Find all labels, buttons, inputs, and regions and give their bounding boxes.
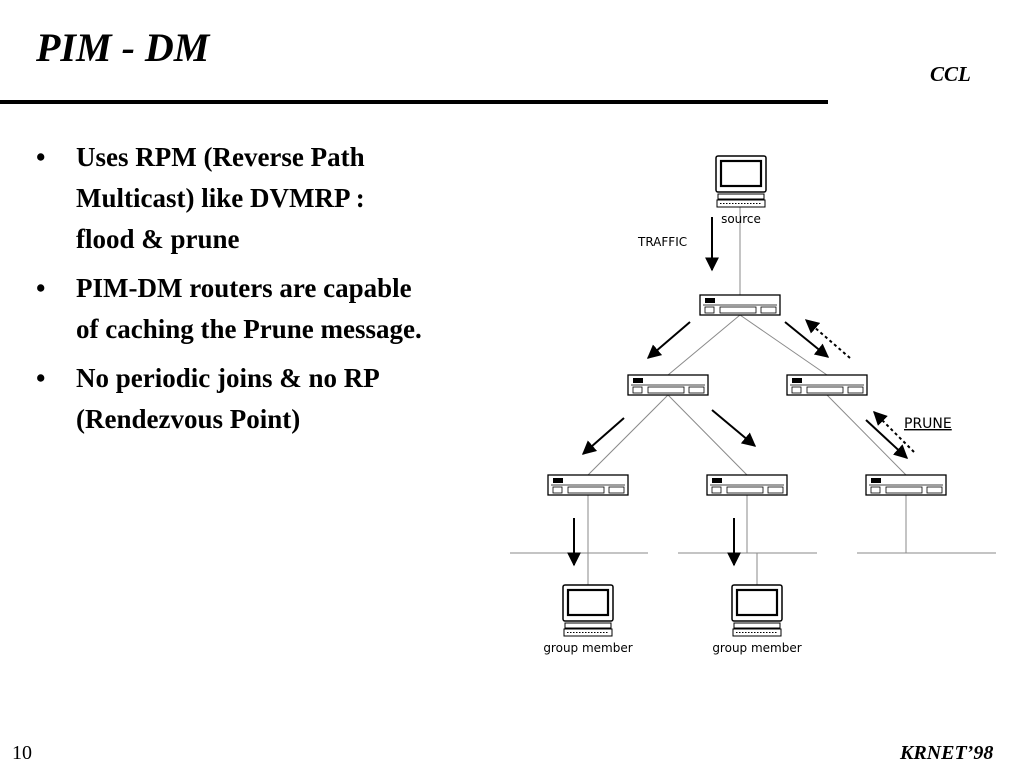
router-mid-right-icon — [786, 374, 868, 396]
prune-arrows — [804, 319, 915, 453]
traffic-arrows — [567, 217, 909, 567]
footer-label: KRNET’98 — [900, 742, 994, 764]
group-member-right-icon — [730, 583, 784, 638]
traffic-label: TRAFFIC — [637, 235, 687, 249]
bullet-line: Multicast) like DVMRP : — [76, 183, 365, 213]
router-leaf-right-icon — [865, 474, 947, 496]
traffic-arrow-to-mid-left — [646, 321, 691, 359]
bullet-line: (Rendezvous Point) — [76, 404, 301, 434]
source-computer-icon — [714, 154, 768, 209]
org-label: CCL — [930, 62, 971, 86]
bullet-line: PIM-DM routers are capable — [76, 273, 412, 303]
router-root-icon — [699, 294, 781, 316]
router-mid-left-icon — [627, 374, 709, 396]
traffic-arrow-to-leaf-center — [711, 409, 757, 447]
group-member-left-icon — [561, 583, 615, 638]
router-leaf-center-icon — [706, 474, 788, 496]
bullet-line: No periodic joins & no RP — [76, 363, 380, 393]
traffic-arrow-to-leaf-right — [865, 419, 909, 459]
source-label: source — [721, 212, 761, 226]
bullet-line: Uses RPM (Reverse Path — [76, 142, 365, 172]
group-member-left-label: group member — [543, 641, 632, 655]
group-member-right-label: group member — [712, 641, 801, 655]
title-divider — [0, 100, 828, 104]
router-leaf-left-icon — [547, 474, 629, 496]
bullet-line: of caching the Prune message. — [76, 314, 422, 344]
traffic-arrow-to-mid-right — [784, 321, 830, 358]
prune-arrow-upper — [804, 319, 851, 359]
bullet-list: • Uses RPM (Reverse Path Multicast) like… — [36, 137, 536, 448]
bullet-dot-icon: • — [36, 273, 46, 303]
prune-label: PRUNE — [904, 416, 952, 432]
traffic-arrow-to-leaf-left — [581, 417, 625, 455]
bullet-item: • PIM-DM routers are capable of caching … — [36, 268, 536, 350]
bullet-item: • No periodic joins & no RP (Rendezvous … — [36, 358, 536, 440]
network-links — [510, 205, 996, 585]
bullet-dot-icon: • — [36, 363, 46, 393]
slide-title: PIM - DM — [36, 25, 210, 70]
page-number: 10 — [12, 742, 32, 764]
bullet-line: flood & prune — [76, 224, 240, 254]
bullet-item: • Uses RPM (Reverse Path Multicast) like… — [36, 137, 536, 260]
bullet-dot-icon: • — [36, 142, 46, 172]
